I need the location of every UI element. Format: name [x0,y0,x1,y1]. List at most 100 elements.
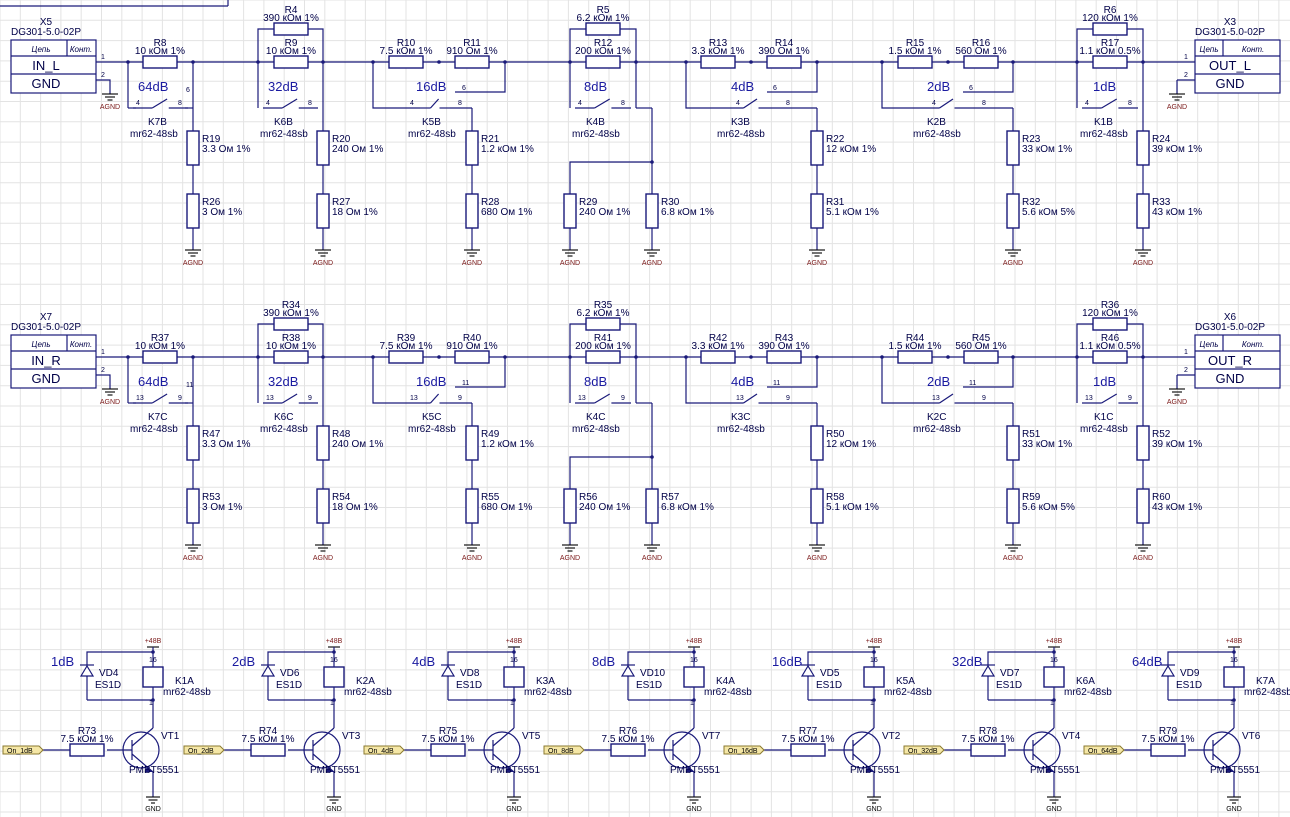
net-label: On_1dB [7,748,33,755]
relay-part: mr62-48sb [1244,687,1290,698]
value-label: 680 Ом 1% [481,207,532,218]
agnd-label: AGND [1003,260,1023,267]
value-label: 240 Ом 1% [579,207,630,218]
pin-number: 1 [330,700,334,707]
relay-part: mr62-48sb [704,687,752,698]
pin-number: 13 [736,395,744,402]
relay-part: mr62-48sb [913,424,961,435]
ref-designator: R22 [826,134,845,145]
ref-designator: R26 [202,197,221,208]
value-label: 39 кОм 1% [1152,144,1202,155]
net-label: On_4dB [368,748,394,755]
connector-ref: X3 [1224,17,1237,28]
supply-label: +48В [1046,638,1063,645]
value-label: 1.5 кОм 1% [889,341,942,352]
value-label: 3 Ом 1% [202,502,242,513]
diode-part: ES1D [95,680,121,691]
relay-part: mr62-48sb [1080,129,1128,140]
ref-designator: R11 [463,38,481,49]
driver-db-label: 2dB [232,654,255,669]
ref-designator: R78 [979,726,998,737]
value-label: 3.3 Ом 1% [202,144,251,155]
gnd-symbol: GND [506,792,522,813]
diode-ref: VD9 [1180,668,1200,679]
agnd-symbol: AGND [642,539,662,562]
net-port-On_2dB: On_2dB [183,745,225,755]
diode-ref: VD10 [640,668,665,679]
value-label: 240 Ом 1% [579,502,630,513]
value-label: 1.2 кОм 1% [481,144,534,155]
net-port-On_64dB: On_64dB [1083,745,1125,755]
transistor-part: PMBT5551 [670,765,720,776]
ref-designator: R17 [1101,38,1120,49]
connector-header: Цепь [31,340,50,349]
gnd-label: GND [866,806,882,813]
pin-number: 16 [1230,657,1238,664]
transistor-part: PMBT5551 [850,765,900,776]
transistor-ref: VT6 [1242,731,1261,742]
relay-part: mr62-48sb [130,424,178,435]
value-label: 18 Ом 1% [332,207,378,218]
value-label: 3 Ом 1% [202,207,242,218]
relay-part: mr62-48sb [260,129,308,140]
connector-pin-signal: OUT_R [1208,353,1252,368]
value-label: 7.5 кОм 1% [422,734,475,745]
agnd-symbol: AGND [560,539,580,562]
pin-number: 9 [178,395,182,402]
pin-number: 2 [101,367,105,374]
transistor-ref: VT7 [702,731,721,742]
stage-db-label: 4dB [731,374,754,389]
agnd-label: AGND [100,399,120,406]
connector-pin-signal: IN_L [32,58,59,73]
connector-pin-signal: IN_R [31,353,61,368]
agnd-symbol: AGND [313,539,333,562]
stage-db-label: 1dB [1093,79,1116,94]
pin-number: 6 [773,85,777,92]
ref-designator: R75 [439,726,458,737]
value-label: 6.8 кОм 1% [661,502,714,513]
agnd-label: AGND [1167,399,1187,406]
agnd-label: AGND [642,555,662,562]
gnd-symbol: GND [1226,792,1242,813]
relay-ref: K1A [175,676,194,687]
ref-designator: R15 [906,38,925,49]
ref-designator: R32 [1022,197,1041,208]
value-label: 10 кОм 1% [135,341,185,352]
junction [946,355,950,359]
value-label: 240 Ом 1% [332,144,383,155]
connector-header: Конт. [70,45,92,54]
value-label: 12 кОм 1% [826,144,876,155]
pin-number: 4 [266,100,270,107]
ref-designator: R8 [154,38,167,49]
relay-contact [726,98,776,109]
relay-contact [420,98,450,109]
npn-transistor [1023,727,1061,773]
gnd-symbol: GND [866,792,882,813]
connector-pin-gnd: GND [1216,371,1245,386]
flyback-diode [980,664,996,677]
flyback-diode [800,664,816,677]
diode-part: ES1D [456,680,482,691]
pin-number: 6 [462,85,466,92]
pin-number: 4 [410,100,414,107]
agnd-label: AGND [183,260,203,267]
junction [1232,650,1236,654]
driver-db-label: 1dB [51,654,74,669]
agnd-symbol: AGND [1003,539,1023,562]
